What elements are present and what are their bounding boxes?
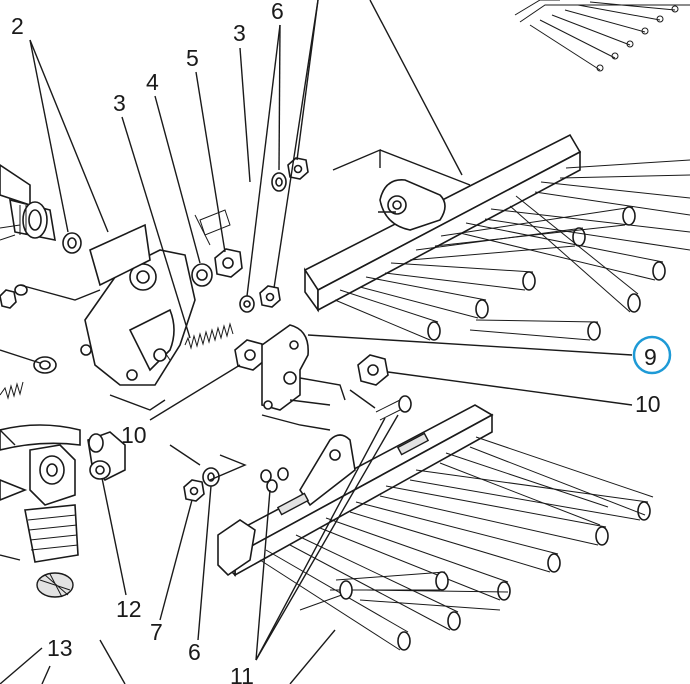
callout-2: 2 — [11, 13, 24, 39]
top-right-comb — [514, 0, 690, 72]
threaded-stud — [0, 322, 234, 400]
callout-9: 9 — [644, 344, 657, 370]
center-fasteners — [183, 157, 412, 502]
main-bracket-plate — [80, 223, 196, 386]
elbow-fitting — [87, 431, 126, 481]
left-mechanism — [0, 164, 234, 598]
fork-end — [0, 424, 81, 598]
callout-5: 5 — [186, 45, 199, 71]
callout-3-top: 3 — [233, 20, 246, 46]
left-fasteners — [0, 284, 57, 374]
upper-pivot-bracket — [378, 179, 446, 231]
nut-5 — [191, 248, 243, 287]
callout-6-top: 6 — [271, 0, 284, 24]
lower-manifold-assembly — [217, 404, 654, 651]
callout-6-bottom: 6 — [188, 639, 201, 665]
upper-comb-tubes — [334, 159, 690, 341]
callout-labels: 2 3 6 5 4 3 9 10 10 12 7 6 13 11 — [11, 0, 672, 684]
spring-cylinder — [0, 164, 56, 242]
pin-clip-11 — [260, 395, 412, 493]
small-bolt — [194, 209, 231, 246]
cam-link — [128, 308, 175, 372]
lower-comb-tubes — [259, 436, 654, 651]
callout-12: 12 — [116, 596, 142, 622]
callout-10-left: 10 — [121, 422, 147, 448]
upper-manifold-assembly — [303, 0, 690, 341]
lower-pivot-bracket — [276, 432, 430, 516]
bracket-part-9 — [261, 324, 309, 411]
upper-comb-bar — [303, 133, 582, 313]
callout-4: 4 — [146, 69, 159, 95]
callout-10-right: 10 — [635, 391, 661, 417]
nut-mid — [239, 285, 281, 313]
nut-top — [271, 157, 309, 192]
callout-7: 7 — [150, 619, 163, 645]
washer-part-2 — [62, 232, 82, 254]
callout-9-highlight — [632, 335, 672, 375]
nut-10-right — [357, 354, 389, 386]
callout-13: 13 — [47, 635, 73, 661]
leader-lines — [0, 0, 633, 684]
callout-11: 11 — [230, 663, 254, 684]
nut-7 — [183, 467, 220, 502]
callout-3-mid: 3 — [113, 90, 126, 116]
lower-end-block — [217, 519, 256, 577]
